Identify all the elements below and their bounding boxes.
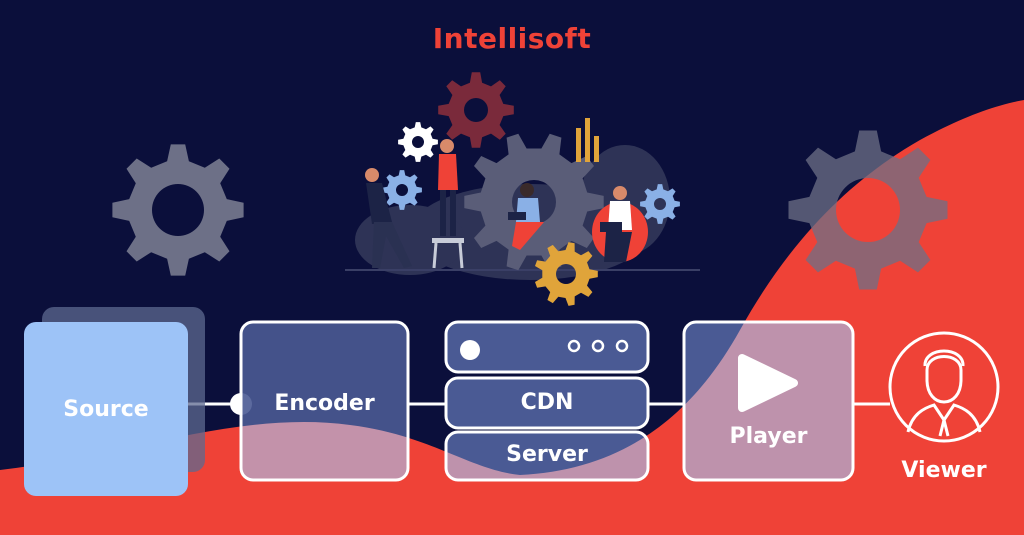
player-box (682, 320, 855, 482)
player-label: Player (729, 424, 808, 449)
team-illustration (345, 72, 700, 306)
encoder-label: Encoder (274, 391, 375, 416)
gear-icon (382, 170, 422, 210)
server-rack-top (444, 320, 650, 374)
gear-icon (464, 133, 604, 271)
person-figure (432, 139, 464, 269)
gear-icon (438, 72, 514, 148)
source-box (24, 322, 188, 496)
gear-icon (398, 122, 438, 162)
viewer-label: Viewer (901, 458, 987, 483)
server-label: Server (506, 442, 588, 467)
person-figure (365, 168, 412, 268)
person-figure (508, 183, 544, 250)
cdn-rack (444, 376, 650, 430)
brand-logo: Intellisoft (432, 22, 592, 55)
bar-chart-icon (576, 118, 599, 162)
play-icon (738, 354, 798, 412)
encoder-box (239, 320, 410, 482)
gear-icon (112, 144, 244, 276)
gear-icon (788, 130, 948, 290)
cdn-server-stack (444, 320, 650, 482)
source-label: Source (63, 397, 149, 422)
gear-icon (535, 242, 598, 306)
cdn-label: CDN (520, 390, 574, 415)
person-figure (592, 186, 648, 262)
gear-icon (640, 184, 680, 224)
user-icon (888, 331, 1000, 443)
server-rack (444, 430, 650, 482)
